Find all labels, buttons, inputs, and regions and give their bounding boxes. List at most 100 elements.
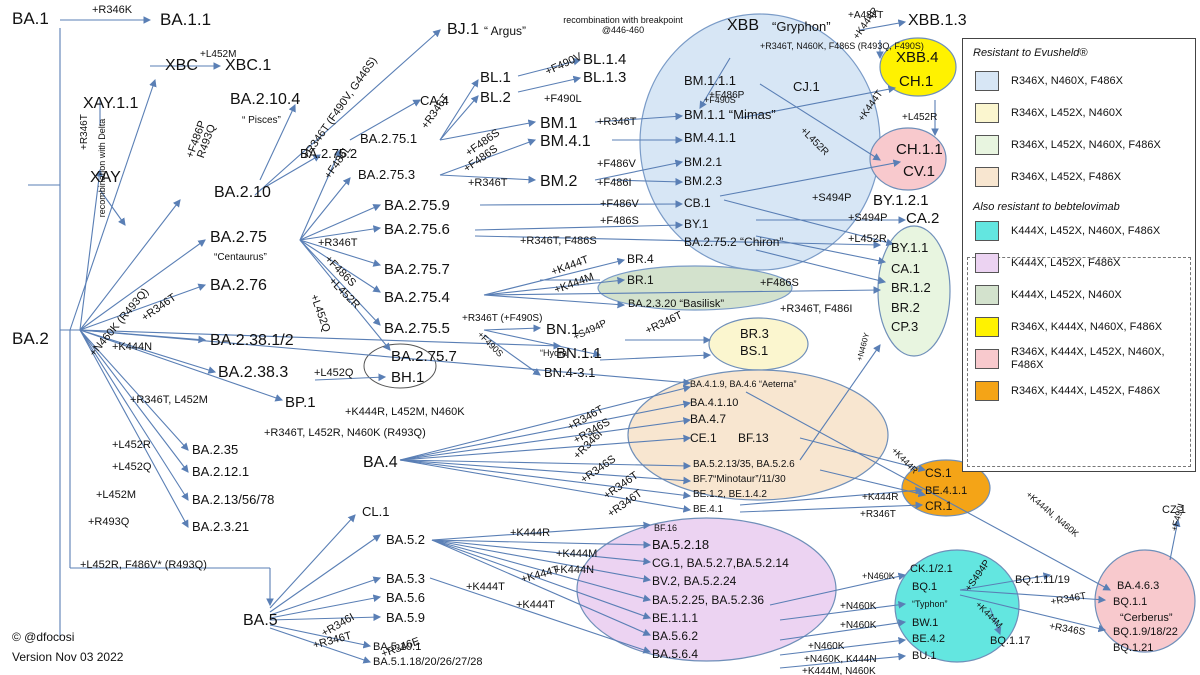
lineage-edge [79,199,181,331]
cluster-pink-ch11 [869,127,947,191]
lineage-node: BN.1.1 [556,345,602,362]
lineage-node: XBB.1.3 [908,12,967,29]
lineage-node: BE.1.1.1 [652,611,699,625]
lineage-node: “Typhon” [912,599,948,609]
lineage-node: BQ.1.17 [990,635,1031,647]
lineage-node: BA.2.75.7 [391,348,457,365]
lineage-edge [779,652,907,669]
lineage-node: BA.5.2.25, BA.5.2.36 [652,593,765,607]
lineage-edge [269,613,382,622]
lineage-node: BM.2 [540,173,578,190]
lineage-node: BA.2.75.2 [300,146,358,161]
lineage-node: BF.13 [738,431,769,445]
lineage-edge [799,344,881,461]
lineage-node: “Hydra” [540,348,571,358]
lineage-edge [431,539,652,636]
lineage-node: BE.1.2, BE.1.4.2 [693,489,767,500]
lineage-node: BL.1.3 [583,69,627,86]
lineage-edge [723,199,895,247]
lineage-edge [299,225,382,241]
legend-swatch [975,103,999,123]
legend-swatch [975,71,999,91]
lineage-edge [483,334,541,376]
mutation-label: +R493Q [88,516,130,528]
lineage-edge [859,19,907,31]
lineage-node: BP.1 [285,394,316,411]
lineage-node: CA.1 [891,261,920,276]
lineage-node: BR.1 [627,273,654,287]
lineage-node: BA.2.3.21 [192,519,250,534]
lineage-edge [269,594,382,619]
mutation-label: +F486S [600,215,639,227]
lineage-edge [739,85,897,119]
lineage-node: BR.3 [740,326,769,341]
mutation-label: +R346T [79,114,90,150]
lineage-node: BA.2.75.2 “Chiron” [684,235,784,249]
mutation-label: +L452R, F486V* (R493Q) [80,559,207,571]
lineage-edge [79,329,692,387]
mutation-label: +N460K [808,641,845,652]
mutation-label: +N460K [840,620,877,631]
mutation-label: +K444N [554,564,595,576]
legend-item: R346X, L452X, F486X [975,161,1195,193]
legend-label: K444X, L452X, F486X [1011,256,1121,269]
legend-item: K444X, L452X, N460X, F486X [975,215,1195,247]
lineage-edge [779,601,907,621]
lineage-node: “Gryphon” [772,19,831,34]
lineage-edge [431,539,652,549]
mutation-label: +R346T [597,116,637,128]
lineage-node: BM.2.3 [684,174,723,188]
mutation-label: +F490S [704,95,736,105]
lineage-edge [254,29,441,196]
lineage-node: BM.1 [540,115,578,132]
lineage-node: BA.2.3.20 “Basilisk” [628,298,724,310]
lineage-node: XAY [90,169,121,186]
lineage-node: CK.1/2.1 [910,563,953,575]
lineage-node: BY.1.1 [891,240,929,255]
lineage-edge [474,235,882,249]
lineage-edge [299,239,381,293]
lineage-edge [399,459,692,500]
legend-label: R346X, L452X, F486X [1011,170,1122,183]
lineage-node: XBC.1 [225,57,272,74]
mutation-label: +L452Q [314,367,354,379]
lineage-edge [483,276,626,296]
lineage-node: CP.3 [891,319,919,334]
lineage-node: BQ.1.11/19 [1015,574,1070,586]
lineage-edge [431,539,652,602]
mutation-label: +F486I [597,177,632,189]
legend-swatch [975,221,999,241]
lineage-edge [79,329,189,451]
lineage-edge [399,459,692,470]
lineage-node: BL.1 [480,69,511,86]
lineage-node: BA.1.1 [160,10,212,29]
lineage-edge [599,351,712,361]
lineage-edge [79,283,207,331]
mutation-label: +N460K [840,601,877,612]
mutation-label: +R346T, N460K, F486S (R493Q, F490S) [760,41,924,51]
lineage-node: BM.1.1 “Mimas” [684,107,776,122]
lineage-node: BA.5 [243,612,278,629]
lineage-node: BL.1.4 [583,51,627,68]
lineage-node: BA.2.75.6 [384,221,450,238]
lineage-node: BR.1.2 [891,280,931,295]
lineage-edge [439,119,537,141]
lineage-edge [483,257,626,296]
lineage-node: BM.2.1 [684,155,723,169]
lineage-node: BN.4-3.1 [544,365,596,380]
lineage-node: BM.4.1 [540,133,591,150]
mutation-label: +K444M [556,548,598,560]
lineage-node: BA.4.7 [690,412,727,426]
lineage-edge [989,607,1002,636]
mutation-label: +L452Q [112,461,152,473]
lineage-node: BJ.1 [447,21,480,38]
mutation-label: +L452R [902,112,938,123]
mutation-label: +F486V [600,198,639,210]
lineage-node: BQ.1.9/18/22 [1113,626,1178,638]
mutation-label: +K444T [466,581,505,593]
lineage-node: BA.2.75.1 [360,131,418,146]
mutation-label: +R346T, F486S [520,235,597,247]
lineage-node: BA.5.10.1 [373,641,422,653]
lineage-node: BA.2.75.9 [384,197,450,214]
lineage-node: BA.2.75.7 [384,261,450,278]
